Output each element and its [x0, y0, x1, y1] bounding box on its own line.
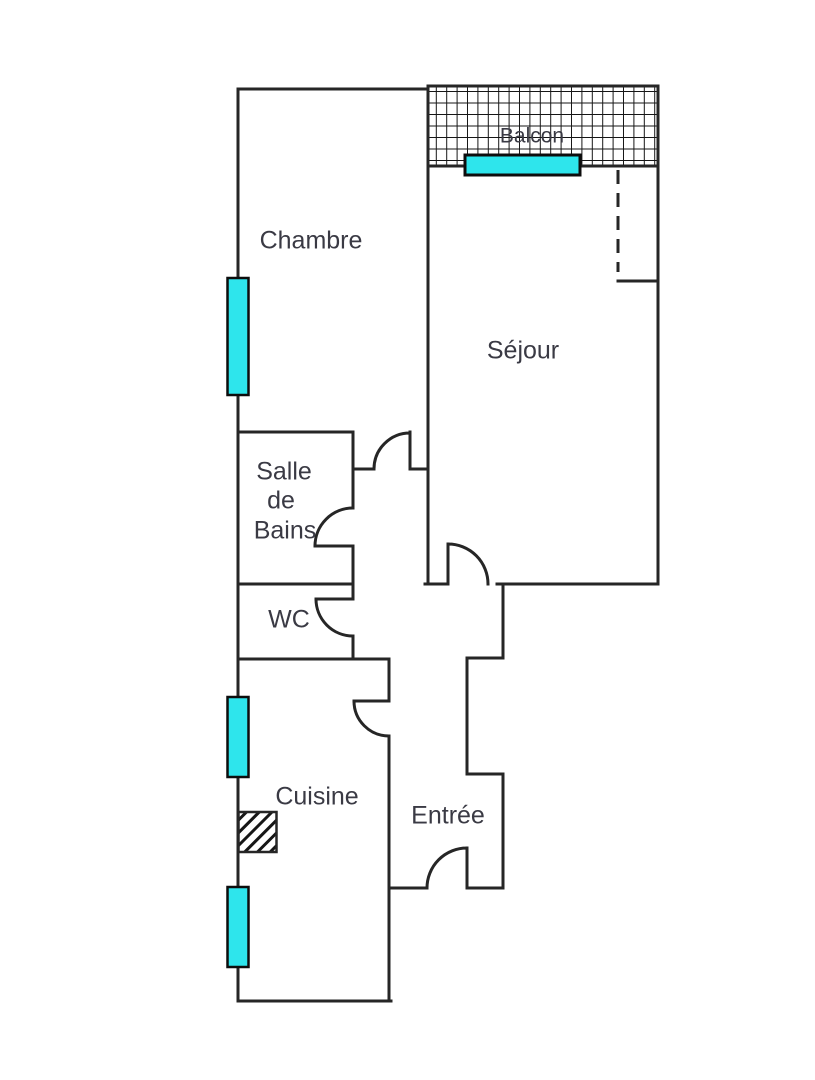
- room-label-entree: Entrée: [411, 801, 485, 830]
- room-label-salle-de-bains-line1: Salle: [256, 457, 312, 486]
- balcon-window-icon: [463, 153, 582, 177]
- doors: [313, 430, 490, 890]
- entree-door: [425, 846, 469, 890]
- cuisine-door: [352, 699, 391, 738]
- wc-door: [314, 597, 355, 638]
- room-label-salle-de-bains-line3: Bains: [253, 516, 317, 545]
- cuisine-window-upper-icon: [226, 695, 250, 779]
- kitchen-fixture-hatch-icon: [237, 810, 278, 854]
- chambre-corridor-door: [372, 430, 412, 471]
- salle-de-bains-door: [313, 506, 355, 548]
- room-label-chambre: Chambre: [259, 226, 363, 255]
- room-label-wc: WC: [268, 605, 310, 634]
- room-label-sejour: Séjour: [486, 336, 560, 365]
- chambre-window-icon: [226, 276, 250, 397]
- sejour-door: [446, 542, 490, 586]
- room-label-salle-de-bains-line2: de: [267, 486, 295, 515]
- wall-corridor-top: [351, 430, 430, 471]
- room-label-cuisine: Cuisine: [275, 782, 359, 811]
- room-label-balcon: Balcon: [499, 124, 565, 148]
- wall-entree-right: [465, 582, 505, 890]
- windows: [226, 153, 582, 969]
- cuisine-window-lower-icon: [226, 885, 250, 969]
- interior-walls: [236, 87, 660, 1003]
